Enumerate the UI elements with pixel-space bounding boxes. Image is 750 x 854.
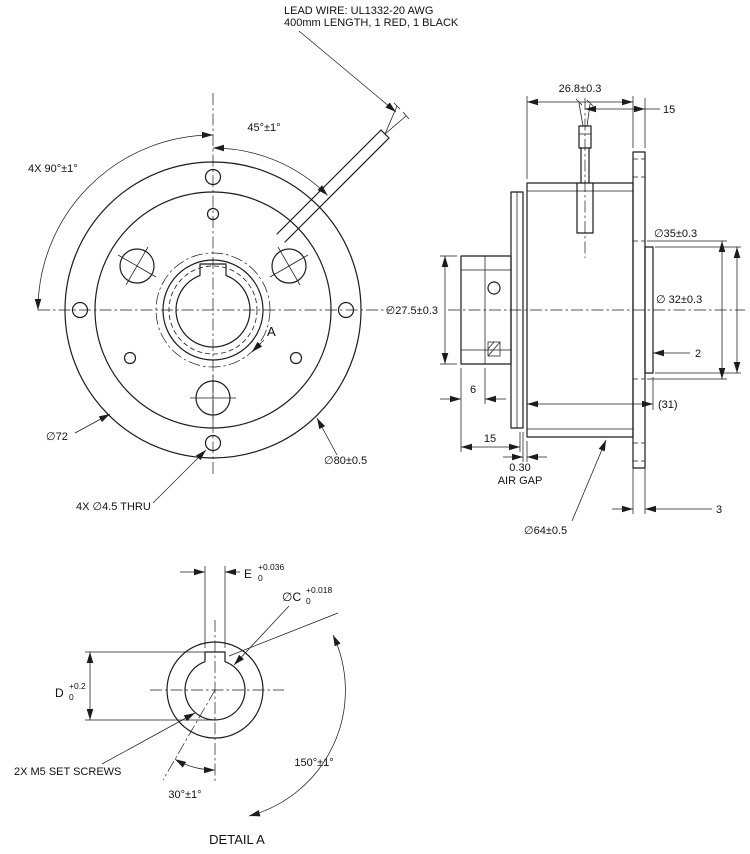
dim-angle-45: 45°±1° [212, 122, 328, 196]
detail-centerlines [150, 620, 284, 782]
note-set-screws: 2X M5 SET SCREWS [14, 712, 196, 778]
dim-angle-150: 150°±1° [228, 612, 346, 817]
lead-wire-note-line2: 400mm LENGTH, 1 RED, 1 BLACK [284, 17, 459, 29]
side-centerlines [448, 98, 745, 311]
dia-27-5-label: ∅27.5±0.3 [386, 305, 438, 317]
dim-15-top: 15 [585, 98, 675, 148]
dim-dia-64: ∅64±0.5 [524, 439, 607, 537]
dim-c-label: ∅C [282, 590, 301, 604]
front-centerlines [38, 93, 392, 474]
dim-3-label: 3 [716, 504, 722, 516]
side-rotor-hub [460, 255, 512, 365]
angle-150-label: 150°±1° [294, 757, 333, 769]
dim-15-hub-label: 15 [484, 433, 496, 445]
dim-15-top-label: 15 [663, 104, 675, 116]
dim-e-tol-minus: 0 [258, 573, 263, 583]
dim-d-tol-plus: +0.2 [69, 681, 86, 691]
dia-72-label: ∅72 [46, 431, 68, 443]
side-wire-connector [578, 125, 592, 149]
dia-64-label: ∅64±0.5 [524, 525, 567, 537]
dim-31: (31) [527, 377, 678, 411]
detail-bore-keyway [184, 651, 246, 721]
dim-31-label: (31) [658, 399, 678, 411]
dim-dia-35: ∅35±0.3 [647, 228, 727, 380]
detail-a-view: E +0.036 0 ∅C +0.018 0 D +0.2 0 2X M5 SE… [14, 562, 346, 847]
dim-6: 6 [440, 368, 506, 404]
dim-angle-30: 30°±1° [168, 758, 216, 801]
dim-15-hub: 15 [460, 404, 521, 452]
dim-dia-72: ∅72 [46, 413, 111, 443]
dim-dia-c: ∅C +0.018 0 [233, 585, 333, 666]
angle-45-label: 45°±1° [247, 122, 280, 134]
dim-e-tol-plus: +0.036 [258, 562, 285, 572]
front-hub-circle [162, 259, 264, 361]
side-pilot-boss [644, 246, 654, 374]
front-bore-hidden-circle [168, 265, 258, 355]
front-view: LEAD WIRE: UL1332-20 AWG 400mm LENGTH, 1… [28, 5, 459, 513]
dim-d-tol-minus: 0 [69, 692, 74, 702]
dim-dia-80: ∅80±0.5 [316, 417, 367, 467]
set-screws-label: 2X M5 SET SCREWS [14, 766, 121, 778]
dim-2-label: 2 [695, 348, 701, 360]
side-set-screw-hole [487, 281, 501, 295]
dim-angle-90: 4X 90°±1° [28, 131, 214, 311]
detail-marker-label: A [267, 324, 276, 339]
dim-e: E +0.036 0 [180, 562, 285, 648]
thru-holes-label: 4X ∅4.5 THRU [76, 501, 151, 513]
dim-c-tol-plus: +0.018 [306, 585, 333, 595]
note-lead-wire: LEAD WIRE: UL1332-20 AWG 400mm LENGTH, 1… [284, 5, 459, 113]
dia-32-label: ∅ 32±0.3 [656, 294, 702, 306]
dim-6-label: 6 [470, 384, 476, 396]
dim-c-tol-minus: 0 [306, 596, 311, 606]
dim-26-8: 26.8±0.3 [526, 83, 634, 179]
front-detail-boundary-circle [155, 252, 271, 368]
dim-dia-27-5: ∅27.5±0.3 [386, 255, 457, 365]
dim-d-label: D [55, 686, 64, 700]
air-gap-value: 0.30 [509, 462, 530, 474]
lead-wire-note-line1: LEAD WIRE: UL1332-20 AWG [284, 5, 433, 17]
angle-30-label: 30°±1° [168, 789, 201, 801]
detail-a-marker: A [251, 324, 276, 353]
dim-3: 3 [612, 462, 722, 516]
side-hidden-lines [633, 158, 645, 462]
dim-dia-32: ∅ 32±0.3 [655, 246, 741, 374]
detail-a-title: DETAIL A [209, 832, 265, 847]
side-wire-exit [575, 98, 594, 234]
dim-d: D +0.2 0 [55, 651, 215, 721]
lead-wire-cable [276, 102, 410, 243]
side-hub-lines [461, 256, 511, 364]
dim-26-8-label: 26.8±0.3 [559, 83, 602, 95]
dim-thru-holes: 4X ∅4.5 THRU [76, 449, 207, 513]
angle-90-label: 4X 90°±1° [28, 163, 78, 175]
dim-e-label: E [244, 567, 252, 581]
dim-2: 2 [653, 348, 701, 360]
dia-35-label: ∅35±0.3 [654, 228, 697, 240]
dia-80-label: ∅80±0.5 [324, 455, 367, 467]
dim-air-gap: 0.30 AIR GAP [498, 432, 547, 487]
side-view: 26.8±0.3 15 ∅35±0.3 ∅ 32±0.3 ∅27.5±0.3 [386, 83, 745, 537]
air-gap-label: AIR GAP [498, 475, 543, 487]
